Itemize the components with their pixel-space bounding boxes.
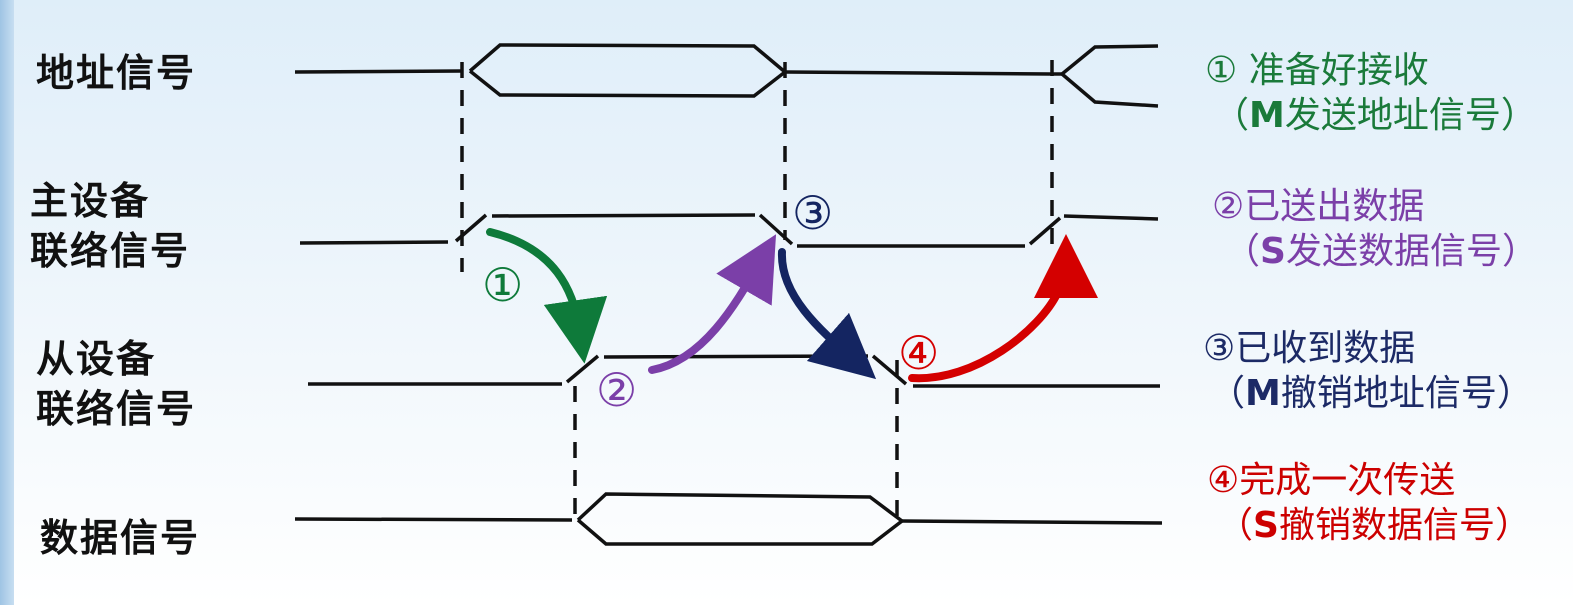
master-handshake-label: 主设备 联络信号 xyxy=(30,178,190,273)
note-step4: ④完成一次传送 （S撤销数据信号） xyxy=(1207,458,1531,548)
note3-detail: （M撤销地址信号） xyxy=(1209,373,1533,414)
slave-label-line2: 联络信号 xyxy=(36,385,197,431)
master-label-line1: 主设备 xyxy=(30,178,151,223)
step1-arrow xyxy=(486,228,608,364)
note1-title: ① 准备好接收 xyxy=(1205,50,1429,91)
address-signal-label: 地址信号 xyxy=(36,50,197,95)
slave-label-line1: 从设备 xyxy=(36,336,157,381)
note4-title: ④完成一次传送 xyxy=(1207,460,1456,501)
note1-detail: （M发送地址信号） xyxy=(1213,95,1537,136)
note3-title: ③已收到数据 xyxy=(1203,328,1416,369)
master-label-line2: 联络信号 xyxy=(30,227,191,273)
data-signal-label: 数据信号 xyxy=(40,515,201,560)
data-waveform xyxy=(294,492,1163,546)
address-waveform xyxy=(294,43,1159,108)
step3-arrow xyxy=(777,248,877,380)
step2-arrow xyxy=(648,234,777,374)
step1-marker: ① xyxy=(482,258,524,312)
left-accent-bar xyxy=(0,0,14,605)
note4-detail: （S撤销数据信号） xyxy=(1217,505,1531,546)
note2-title: ②已送出数据 xyxy=(1212,186,1425,227)
note-step1: ① 准备好接收 （M发送地址信号） xyxy=(1205,48,1537,138)
slave-handshake-waveform xyxy=(308,354,1160,388)
step4-arrow xyxy=(908,234,1098,383)
master-handshake-waveform xyxy=(299,213,1159,248)
step4-marker: ④ xyxy=(898,326,940,380)
step3-marker: ③ xyxy=(792,186,834,240)
step2-marker: ② xyxy=(596,363,638,417)
note-step2: ②已送出数据 （S发送数据信号） xyxy=(1212,184,1538,274)
slave-handshake-label: 从设备 联络信号 xyxy=(36,336,196,431)
note-step3: ③已收到数据 （M撤销地址信号） xyxy=(1203,326,1533,416)
note2-detail: （S发送数据信号） xyxy=(1224,231,1538,272)
